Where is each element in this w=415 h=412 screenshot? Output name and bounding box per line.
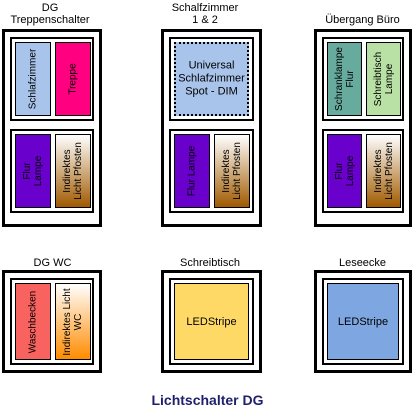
button-flur-lampe[interactable]: Flur Lampe <box>15 134 51 208</box>
switch-panel-treppenschalter: Schlafzimmer Treppe Flur Lampe Indirekte… <box>2 29 102 227</box>
switch-frame-top: Universal Schlafzimmer Spot - DIM <box>169 37 254 121</box>
label-line: Licht Pfosten <box>383 142 395 200</box>
button-flur-lampe[interactable]: Flur Lampe <box>327 134 362 208</box>
label-line: Indirektes <box>62 149 73 193</box>
title-line: Übergang Büro <box>325 14 400 26</box>
title-line: Schalfzimmer <box>171 2 239 14</box>
switch-panel-buero: Schranklampe Flur Schreibtisch Lampe Flu… <box>314 29 412 227</box>
button-schlafzimmer[interactable]: Schlafzimmer <box>15 42 51 116</box>
panel-title-buero: Übergang Büro <box>310 14 415 26</box>
button-schreibtisch-lampe[interactable]: Schreibtisch Lampe <box>366 42 401 116</box>
switch-frame-top: Schranklampe Flur Schreibtisch Lampe <box>322 37 404 121</box>
button-waschbecken[interactable]: Waschbecken <box>15 283 51 360</box>
button-indirektes-licht[interactable]: Indirektes Licht Pfosten <box>214 134 250 208</box>
title-line: DG <box>41 2 59 14</box>
label-line: Licht Pfosten <box>232 142 243 200</box>
button-flur-lampe[interactable]: Flur Lampe <box>174 134 210 208</box>
label-line: Spot - DIM <box>185 85 238 98</box>
button-ledstripe-leseecke[interactable]: LEDStripe <box>327 283 399 360</box>
switch-panel-schreibtisch: LEDStripe <box>161 270 262 373</box>
button-indirektes-licht[interactable]: Indirektes Licht Pfosten <box>366 134 401 208</box>
switch-panel-wc: Waschbecken Indirektes Licht WC <box>2 270 102 373</box>
label-line: Indirektes Licht <box>62 287 73 356</box>
button-universal-spot[interactable]: Universal Schlafzimmer Spot - DIM <box>174 42 249 116</box>
switch-panel-schlafzimmer: Universal Schlafzimmer Spot - DIM Flur L… <box>161 29 262 227</box>
title-line: Schreibtisch <box>180 257 240 269</box>
label-line: WC <box>73 313 84 330</box>
label-line: Licht Pfosten <box>73 142 84 200</box>
button-label: Indirektes Licht Pfosten <box>373 142 395 200</box>
button-schranklampe-flur[interactable]: Schranklampe Flur <box>327 42 362 116</box>
switch-frame: Waschbecken Indirektes Licht WC <box>10 278 94 365</box>
label-line: Schranklampe <box>333 47 345 111</box>
label-line: Flur <box>22 162 33 180</box>
button-label: LEDStripe <box>337 315 389 328</box>
button-label: Treppe <box>67 63 79 95</box>
switch-frame-bottom: Flur Lampe Indirektes Licht Pfosten <box>322 129 404 213</box>
button-label: Schlafzimmer <box>27 48 39 110</box>
title-line: Leseecke <box>338 257 387 269</box>
button-label: Universal Schlafzimmer Spot - DIM <box>176 60 247 99</box>
label-line: Lampe <box>383 63 395 95</box>
button-label: Indirektes Licht Pfosten <box>62 142 84 200</box>
panel-title-schreibtisch: Schreibtisch <box>155 257 265 269</box>
label-line: Flur <box>333 162 345 180</box>
switch-frame: LEDStripe <box>169 278 254 365</box>
diagram-title: Lichtschalter DG <box>151 392 264 408</box>
label-line: Universal <box>188 59 235 72</box>
button-label: Schranklampe Flur <box>334 47 356 111</box>
button-label: LEDStripe <box>186 315 237 328</box>
button-label: Flur Lampe <box>186 145 198 197</box>
switch-frame-bottom: Flur Lampe Indirektes Licht Pfosten <box>169 129 254 213</box>
panel-title-leseecke: Leseecke <box>310 257 415 269</box>
label-line: Schlafzimmer <box>178 72 245 85</box>
panel-title-schlafzimmer: Schalfzimmer 1 & 2 <box>150 2 260 26</box>
switch-frame: LEDStripe <box>322 278 404 365</box>
button-label: Schreibtisch Lampe <box>373 52 395 106</box>
button-treppe[interactable]: Treppe <box>55 42 91 116</box>
button-label: Flur Lampe <box>22 156 44 187</box>
switch-panel-leseecke: LEDStripe <box>314 270 412 373</box>
label-line: Lampe <box>344 155 356 187</box>
switch-frame-top: Schlafzimmer Treppe <box>10 37 94 121</box>
title-line: DG WC <box>33 257 72 269</box>
button-label: Indirektes Licht Pfosten <box>221 142 243 200</box>
panel-title-treppenschalter: DG Treppenschalter <box>0 2 100 26</box>
button-indirektes-licht[interactable]: Indirektes Licht Pfosten <box>55 134 91 208</box>
button-label: Flur Lampe <box>334 156 356 187</box>
title-line: 1 & 2 <box>192 14 218 26</box>
label-line: Schreibtisch <box>372 51 384 107</box>
button-indirektes-licht-wc[interactable]: Indirektes Licht WC <box>55 283 91 360</box>
label-line: Lampe <box>33 155 44 187</box>
button-ledstripe-schreibtisch[interactable]: LEDStripe <box>174 283 249 360</box>
button-label: Indirektes Licht WC <box>62 288 84 355</box>
title-line: Treppenschalter <box>10 14 90 26</box>
label-line: Flur <box>344 70 356 88</box>
label-line: Indirektes <box>221 149 232 193</box>
switch-frame-bottom: Flur Lampe Indirektes Licht Pfosten <box>10 129 94 213</box>
label-line: Indirektes <box>372 149 384 193</box>
button-label: Waschbecken <box>27 290 39 353</box>
panel-title-wc: DG WC <box>0 257 105 269</box>
